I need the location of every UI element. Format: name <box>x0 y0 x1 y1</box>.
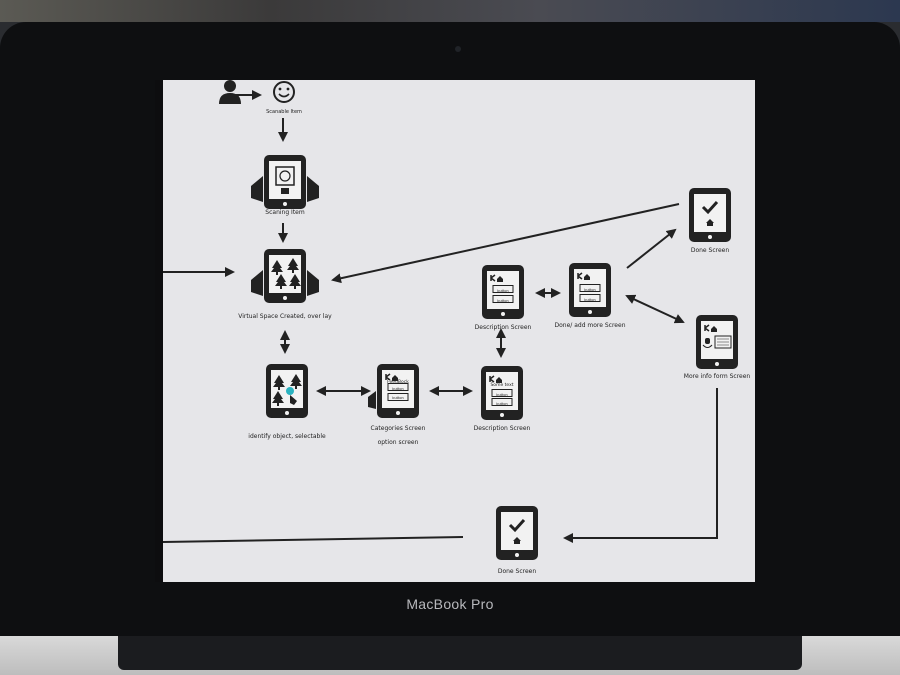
button-text: button <box>584 288 596 292</box>
arrow-done-to-virtual <box>331 203 680 284</box>
label-done-bottom: Done Screen <box>498 568 537 575</box>
line-done-return <box>162 536 464 543</box>
tablet-done-bottom <box>496 506 538 560</box>
tablet-more-info-form <box>696 315 738 369</box>
laptop-screen: Scanable Item Scaning Item Virtual Space… <box>155 80 755 582</box>
webcam-icon <box>455 46 461 52</box>
label-scanning-item: Scaning Item <box>265 209 305 216</box>
button-text: button <box>392 387 404 391</box>
label-more-info-form: More info form Screen <box>684 373 751 380</box>
label-scannable-item: Scanable Item <box>266 109 302 115</box>
tablet-scanning <box>251 155 319 209</box>
button-text: button <box>496 393 508 397</box>
button-text: button <box>497 289 509 293</box>
background-lights <box>0 0 900 22</box>
tablet-categories: button button <box>368 364 419 418</box>
arrow-more-info-to-done <box>563 388 718 543</box>
label-categories-screen: Categories Screen <box>371 425 426 432</box>
tablet-identify-object <box>266 364 308 418</box>
label-description-bottom: Description Screen <box>474 425 531 432</box>
user-icon <box>219 80 241 104</box>
label-done-add-more: Done/ add more Screen <box>555 322 626 329</box>
smiley-icon <box>273 81 295 103</box>
laptop-hinge <box>118 636 802 670</box>
button-text: button <box>496 402 508 406</box>
label-done-top: Done Screen <box>691 247 730 254</box>
flow-diagram: Scanable Item Scaning Item Virtual Space… <box>162 80 751 575</box>
feedback-text: FeedBock <box>387 379 409 385</box>
tablet-done-add-more: button button <box>569 263 611 317</box>
button-text: button <box>584 298 596 302</box>
tablet-description-top: button button <box>482 265 524 319</box>
brand-label: MacBook Pro <box>406 596 494 612</box>
label-identify-object: identify object, selectable <box>248 433 326 440</box>
label-option-screen: option screen <box>378 439 419 446</box>
button-text: button <box>392 396 404 400</box>
arrow-done-add-more-info <box>625 294 685 324</box>
button-text: button <box>497 299 509 303</box>
some-text: Some text <box>490 382 513 388</box>
arrow-done-add-to-done <box>626 228 677 269</box>
label-description-top: Description Screen <box>475 324 532 331</box>
tablet-virtual-space <box>251 249 319 303</box>
screen-edge <box>155 80 163 582</box>
label-virtual-space: Virtual Space Created, over lay <box>238 313 332 320</box>
tablet-description-bottom: button button <box>481 366 523 420</box>
tablet-done-top <box>689 188 731 242</box>
